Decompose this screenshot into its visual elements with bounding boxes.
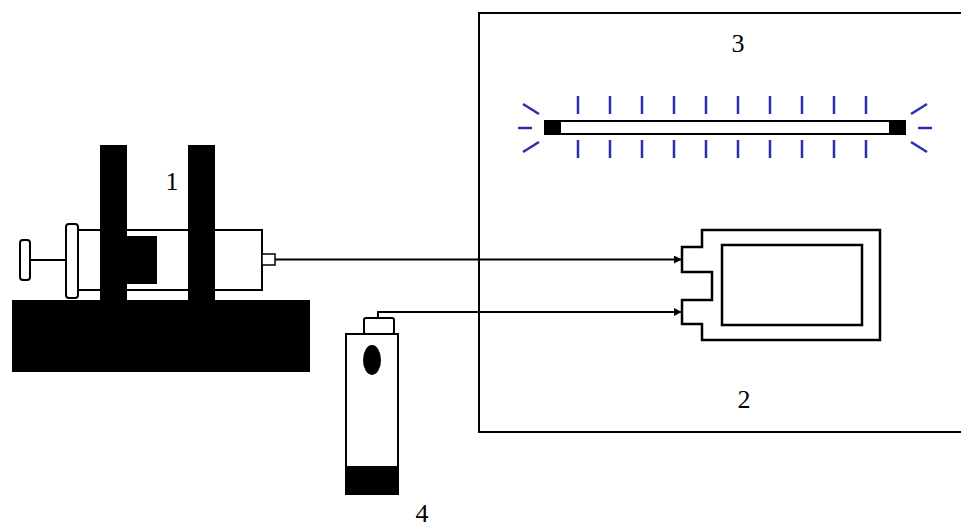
callout-number: 2 xyxy=(738,387,751,413)
vial-stirrer xyxy=(363,345,381,375)
outlet-tube xyxy=(378,312,681,318)
vial-body xyxy=(346,334,398,494)
pump-base xyxy=(12,300,310,372)
syringe-flange xyxy=(66,224,78,298)
vial-cap xyxy=(364,318,394,334)
lamp-cap xyxy=(889,121,905,134)
syringe-plunger xyxy=(127,236,157,284)
callout-number: 1 xyxy=(166,169,179,195)
callout-number: 4 xyxy=(416,501,429,527)
lamp-tube xyxy=(545,121,905,134)
reactor-window xyxy=(722,245,862,325)
pump-post xyxy=(188,145,215,301)
syringe-tip xyxy=(262,254,275,265)
pump-post xyxy=(100,145,127,301)
vial-liquid xyxy=(346,466,398,494)
reactor-cell xyxy=(682,230,880,340)
enclosure-box: 2 xyxy=(478,12,961,433)
syringe-barrel xyxy=(78,230,262,290)
plunger-knob xyxy=(20,240,30,280)
callout-number: 3 xyxy=(732,31,745,57)
lamp-cap xyxy=(545,121,561,134)
uv-lamp xyxy=(518,96,932,158)
